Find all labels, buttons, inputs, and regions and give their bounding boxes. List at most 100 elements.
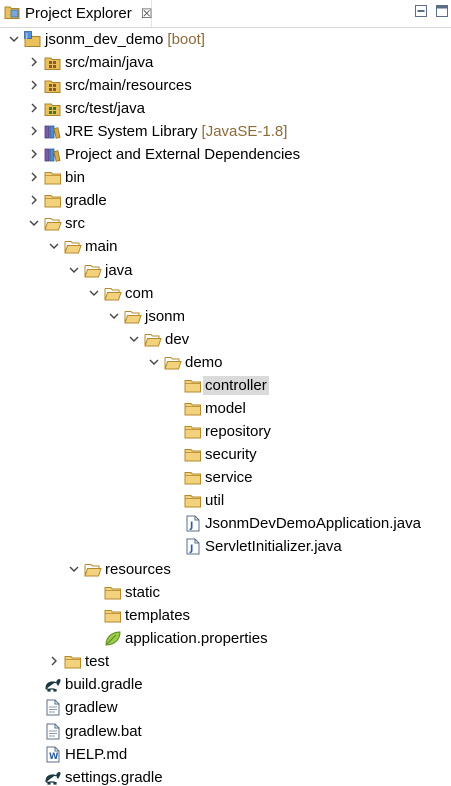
source-folder-icon (44, 77, 62, 94)
close-icon[interactable]: ☒ (140, 6, 153, 21)
project-explorer-icon (4, 4, 20, 24)
java-file-icon: J (184, 538, 202, 555)
tree-item-text: repository (205, 422, 271, 440)
tree-item-text: java (105, 261, 133, 279)
tree-item-text: settings.gradle (65, 768, 163, 786)
tree-item[interactable]: com (0, 282, 451, 305)
chevron-right-icon[interactable] (47, 654, 61, 668)
tree-item[interactable]: resources (0, 558, 451, 581)
view-toolbar (414, 4, 449, 22)
tree-item-label: controller (203, 375, 269, 395)
tree-item[interactable]: src/test/java (0, 97, 451, 120)
chevron-down-icon[interactable] (7, 32, 21, 46)
chevron-down-icon[interactable] (107, 309, 121, 323)
tree-item[interactable]: gradlew.bat (0, 720, 451, 743)
tab-project-explorer[interactable]: Project Explorer ☒ (0, 0, 152, 27)
chevron-right-icon[interactable] (27, 78, 41, 92)
chevron-right-icon[interactable] (27, 55, 41, 69)
tree-item[interactable]: Project and External Dependencies (0, 143, 451, 166)
tree-item[interactable]: JRE System Library[JavaSE-1.8] (0, 120, 451, 143)
tree-item-text: security (205, 445, 257, 463)
tree-item[interactable]: test (0, 650, 451, 673)
tree-item-label: model (205, 399, 246, 418)
folder-open-icon (44, 215, 62, 232)
tree-item-label: gradle (65, 191, 107, 210)
tree-item[interactable]: dev (0, 328, 451, 351)
markdown-file-icon: W (44, 746, 62, 763)
chevron-right-icon[interactable] (27, 124, 41, 138)
chevron-right-icon[interactable] (27, 101, 41, 115)
tree-item-label: com (125, 284, 153, 303)
tree-item[interactable]: settings.gradle (0, 766, 451, 786)
tree-item[interactable]: repository (0, 420, 451, 443)
tree-item[interactable]: java (0, 259, 451, 282)
tree-item[interactable]: src/main/resources (0, 74, 451, 97)
chevron-down-icon[interactable] (47, 239, 61, 253)
folder-open-icon (104, 285, 122, 302)
tree-item[interactable]: templates (0, 604, 451, 627)
tree-item[interactable]: jsonm (0, 305, 451, 328)
chevron-right-icon[interactable] (27, 147, 41, 161)
tree-item-text: demo (185, 353, 223, 371)
tree-item[interactable]: util (0, 489, 451, 512)
tree-item-label: JRE System Library[JavaSE-1.8] (65, 122, 287, 141)
tree-item-label: build.gradle (65, 675, 143, 694)
tree-item-text: HELP.md (65, 745, 128, 763)
test-source-folder-icon (44, 100, 62, 117)
project-icon: J (24, 31, 42, 48)
chevron-right-icon[interactable] (27, 193, 41, 207)
tree-item[interactable]: static (0, 581, 451, 604)
chevron-down-icon[interactable] (67, 562, 81, 576)
tree-item-text: src (65, 215, 85, 233)
folder-icon (184, 423, 202, 440)
chevron-down-icon[interactable] (147, 355, 161, 369)
tree-item[interactable]: service (0, 466, 451, 489)
tree-item-text: src/test/java (65, 100, 146, 118)
tree-item[interactable]: application.properties (0, 627, 451, 650)
tree-item[interactable]: bin (0, 166, 451, 189)
tree-item-text: controller (205, 376, 267, 394)
chevron-down-icon[interactable] (27, 216, 41, 230)
tree-item[interactable]: src (0, 212, 451, 235)
tree-item[interactable]: src/main/java (0, 51, 451, 74)
tree-item-label: jsonm_dev_demo[boot] (45, 30, 205, 49)
tree-item-label: HELP.md (65, 745, 127, 764)
tree-item[interactable]: security (0, 443, 451, 466)
tree-item-decoration: [boot] (167, 31, 205, 48)
tree-item-label: test (85, 652, 109, 671)
chevron-down-icon[interactable] (87, 286, 101, 300)
tree-item[interactable]: build.gradle (0, 673, 451, 696)
tree-item[interactable]: demo (0, 351, 451, 374)
tree-item[interactable]: gradle (0, 189, 451, 212)
chevron-down-icon[interactable] (67, 263, 81, 277)
folder-icon (44, 169, 62, 186)
maximize-icon[interactable] (435, 4, 449, 22)
tree-item-label: gradlew.bat (65, 722, 142, 741)
tree-item-label: dev (165, 330, 189, 349)
tree-item-label: gradlew (65, 698, 118, 717)
tree-item-text: src/main/resources (65, 77, 192, 95)
chevron-right-icon[interactable] (27, 170, 41, 184)
minimize-icon[interactable] (414, 4, 428, 22)
properties-file-icon (104, 630, 122, 647)
tree-item[interactable]: controller (0, 374, 451, 397)
tree-item-label: templates (125, 606, 190, 625)
gradle-file-icon (44, 769, 62, 786)
tree-item[interactable]: model (0, 397, 451, 420)
tree-item-text: util (205, 492, 225, 509)
folder-open-icon (84, 561, 102, 578)
tree-item-text: jsonm (145, 307, 186, 325)
tree-item-label: application.properties (125, 629, 268, 648)
tree-item-label: ServletInitializer.java (205, 537, 342, 556)
source-folder-icon (44, 54, 62, 71)
tree-item[interactable]: gradlew (0, 696, 451, 719)
chevron-down-icon[interactable] (127, 332, 141, 346)
tree-item[interactable]: main (0, 235, 451, 258)
folder-icon (184, 469, 202, 486)
tree-item-text: resources (105, 561, 171, 579)
